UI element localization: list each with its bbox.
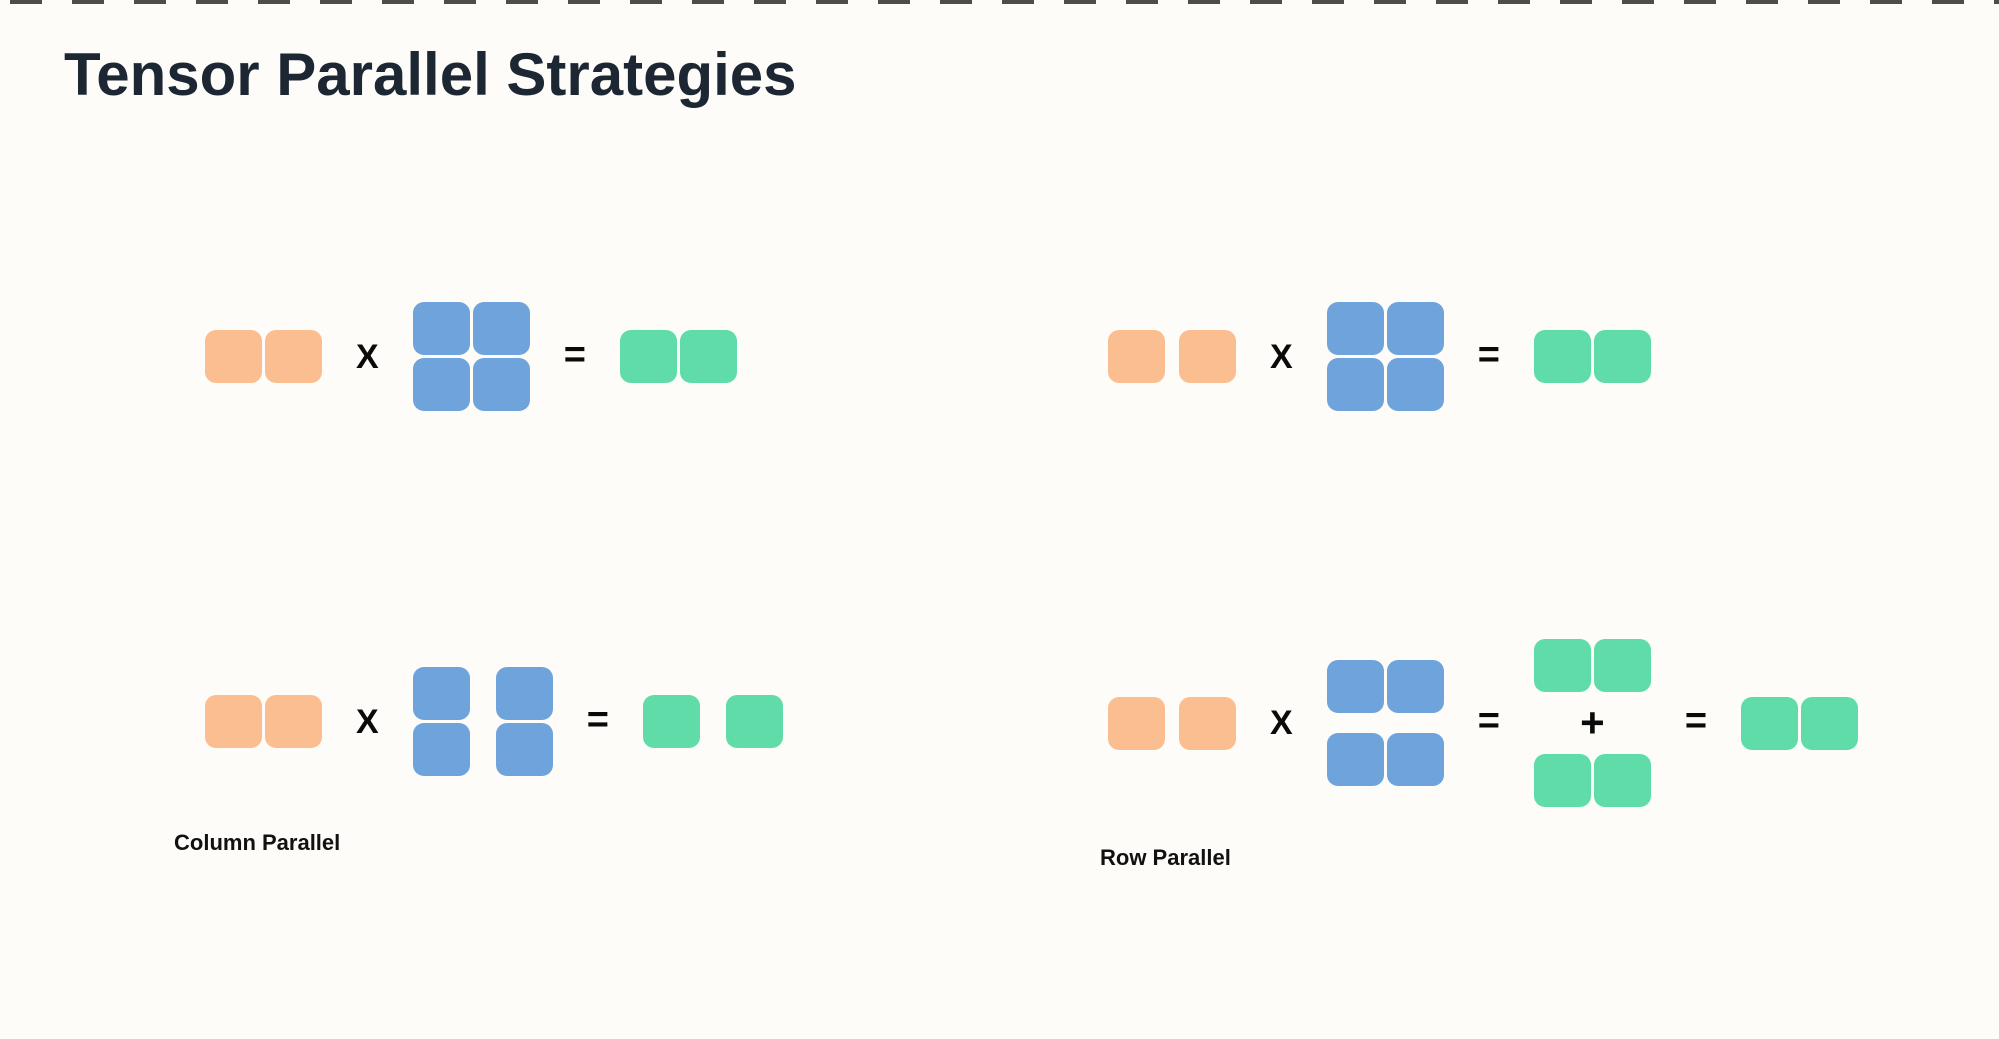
output-vector bbox=[1741, 696, 1859, 750]
column-parallel-label: Column Parallel bbox=[174, 830, 341, 855]
weight-cell bbox=[412, 302, 470, 355]
output-cell bbox=[1593, 330, 1651, 383]
page-title: Tensor Parallel Strategies bbox=[64, 41, 797, 108]
weight-matrix bbox=[412, 667, 553, 776]
weight-cell bbox=[495, 667, 553, 720]
weight-cell bbox=[1326, 660, 1384, 713]
multiply-operator: X bbox=[356, 702, 379, 741]
weight-cell bbox=[472, 302, 530, 355]
input-cell bbox=[1179, 330, 1236, 383]
diagram-bottom-left: X= bbox=[205, 667, 783, 776]
diagram-top-left: X= bbox=[205, 302, 737, 411]
output-cell bbox=[725, 695, 783, 748]
output-cell bbox=[1593, 754, 1651, 807]
weight-cell bbox=[1386, 358, 1444, 411]
equals-operator: = bbox=[1477, 333, 1500, 376]
weight-matrix bbox=[1326, 302, 1444, 411]
equals-operator: = bbox=[586, 698, 609, 741]
input-cell bbox=[205, 330, 262, 383]
diagram-bottom-right: X = + = bbox=[1108, 639, 1859, 807]
weight-cell bbox=[412, 723, 470, 776]
output-vector bbox=[1533, 754, 1651, 807]
input-cell bbox=[1179, 696, 1236, 750]
output-vector bbox=[1533, 330, 1651, 383]
weight-cell bbox=[1386, 660, 1444, 713]
partial-sum-stack: + bbox=[1533, 639, 1651, 807]
input-cell bbox=[265, 695, 322, 748]
output-cell bbox=[1593, 639, 1651, 692]
top-tab-strip bbox=[10, 0, 1999, 4]
weight-cell bbox=[412, 667, 470, 720]
input-vector bbox=[205, 695, 322, 748]
output-cell bbox=[1533, 330, 1591, 383]
input-vector bbox=[1108, 696, 1236, 750]
input-cell bbox=[1108, 696, 1165, 750]
multiply-operator: X bbox=[1270, 704, 1293, 742]
weight-cell bbox=[472, 358, 530, 411]
input-vector bbox=[205, 330, 322, 383]
weight-cell bbox=[1386, 733, 1444, 786]
weight-cell bbox=[412, 358, 470, 411]
equals-operator: = bbox=[1684, 700, 1708, 742]
weight-cell bbox=[1326, 733, 1384, 786]
output-cell bbox=[619, 330, 677, 383]
weight-cell bbox=[1326, 358, 1384, 411]
weight-cell bbox=[495, 723, 553, 776]
output-cell bbox=[1801, 696, 1859, 750]
weight-matrix bbox=[412, 302, 530, 411]
output-vector bbox=[619, 330, 737, 383]
output-cell bbox=[679, 330, 737, 383]
row-parallel-label: Row Parallel bbox=[1100, 845, 1231, 870]
output-cell bbox=[642, 695, 700, 748]
input-cell bbox=[205, 695, 262, 748]
multiply-operator: X bbox=[356, 337, 379, 376]
weight-cell bbox=[1386, 302, 1444, 355]
input-cell bbox=[265, 330, 322, 383]
equals-operator: = bbox=[563, 333, 586, 376]
input-vector bbox=[1108, 330, 1236, 383]
input-cell bbox=[1108, 330, 1165, 383]
output-vector bbox=[642, 695, 783, 748]
output-cell bbox=[1533, 639, 1591, 692]
output-cell bbox=[1741, 696, 1799, 750]
plus-operator: + bbox=[1580, 699, 1605, 746]
diagram-top-right: X= bbox=[1108, 302, 1651, 411]
output-vector bbox=[1533, 639, 1651, 692]
output-cell bbox=[1533, 754, 1591, 807]
weight-matrix bbox=[1326, 660, 1444, 786]
equals-operator: = bbox=[1477, 700, 1500, 742]
multiply-operator: X bbox=[1270, 337, 1293, 376]
weight-cell bbox=[1326, 302, 1384, 355]
